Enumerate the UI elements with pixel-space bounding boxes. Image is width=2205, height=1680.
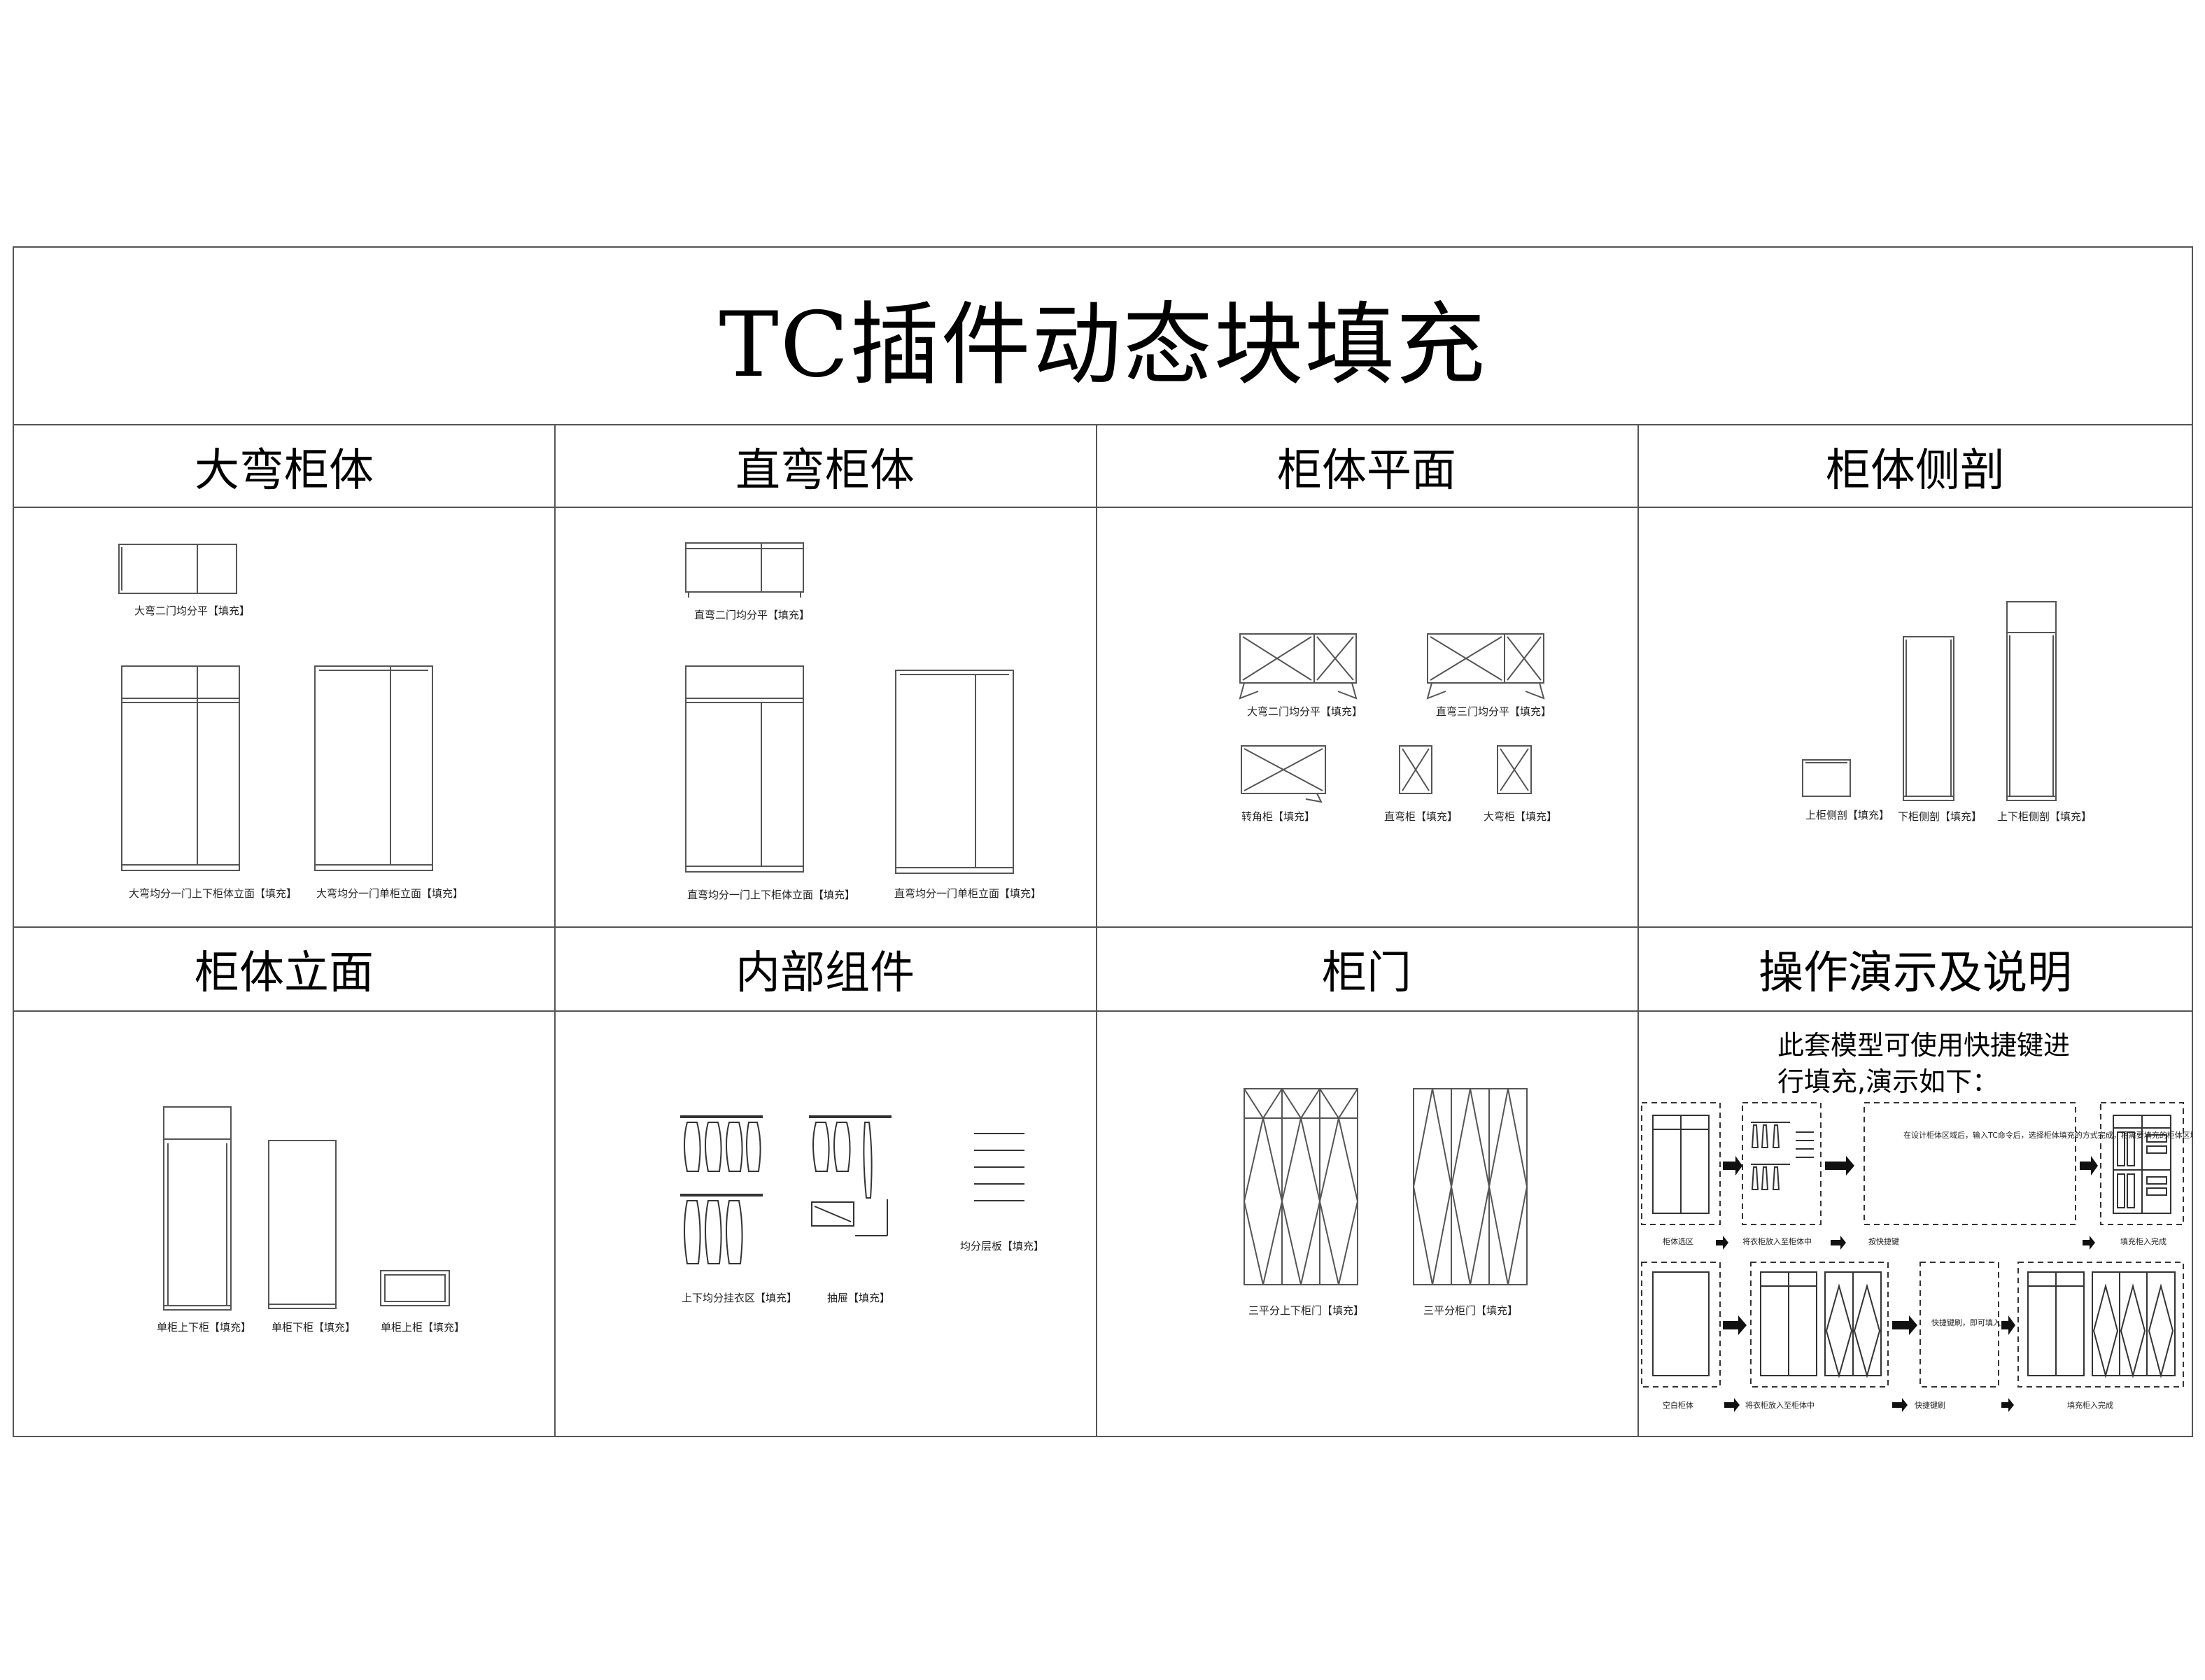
demo-info-text-2: 快捷键刷，即可填入 — [1931, 1318, 2001, 1327]
plan-three-door-block[interactable] — [1426, 633, 1545, 700]
header-cabinet-doors: 柜门 — [1322, 947, 1411, 999]
header-large-bend-cabinet: 大弯柜体 — [195, 445, 374, 497]
plan-two-door-block[interactable] — [1239, 633, 1358, 700]
plan-large-bend-block[interactable] — [1497, 745, 1532, 794]
elevation-upper-block[interactable] — [380, 1270, 450, 1306]
header-cabinet-elevation: 柜体立面 — [195, 947, 374, 999]
cell-large-bend: 大弯二门均分平【填充】 大弯均分一门上下柜体立面【填充】 大弯均分一门单柜立面【… — [14, 508, 554, 926]
intro-line-1: 此套模型可使用快捷键进 — [1777, 1030, 2071, 1061]
cell-cabinet-doors: 三平分上下柜门【填充】 三平分柜门【填充】 — [1096, 1012, 1637, 1437]
elevation-upper-lower-block[interactable] — [121, 665, 240, 871]
plan-two-door-block[interactable] — [685, 542, 804, 598]
demo-step-label: 将衣柜放入至柜体中 — [1745, 1400, 1815, 1410]
label-upper-lower: 上下柜侧剖【填充】 — [1997, 810, 2092, 823]
three-door-block[interactable] — [1412, 1088, 1528, 1285]
demo-step-6-doors — [1760, 1271, 1882, 1378]
demo-step-label: 填充柜入完成 — [2067, 1400, 2113, 1410]
demo-step-label: 将衣柜放入至柜体中 — [1742, 1236, 1812, 1246]
plan-straight-block[interactable] — [1399, 745, 1432, 794]
drawer-block[interactable] — [809, 1115, 892, 1236]
demo-step-4-filled — [2113, 1115, 2171, 1214]
cell-cabinet-elevation: 单柜上下柜【填充】 单柜下柜【填充】 单柜上柜【填充】 — [14, 1012, 554, 1437]
shelf-block[interactable] — [974, 1133, 1024, 1201]
elevation-upper-lower-block[interactable] — [163, 1106, 232, 1311]
label-single: 直弯均分一门单柜立面【填充】 — [894, 887, 1041, 900]
label-doors: 三平分柜门【填充】 — [1423, 1304, 1518, 1317]
demo-step-frames — [1641, 1102, 2184, 1388]
label-hanging: 上下均分挂衣区【填充】 — [682, 1292, 797, 1304]
label-drawer: 抽屉【填充】 — [827, 1292, 890, 1304]
demo-step-label: 快捷键刷 — [1915, 1400, 1945, 1410]
elevation-single-block[interactable] — [314, 665, 433, 871]
demo-step-2-components — [1751, 1122, 1814, 1190]
divider-title — [14, 424, 2192, 425]
header-straight-bend-cabinet: 直弯柜体 — [735, 445, 915, 497]
hanging-area-block[interactable] — [680, 1115, 763, 1264]
demo-step-5-blank — [1652, 1271, 1710, 1376]
divider-col2 — [1096, 424, 1097, 1437]
elevation-lower-block[interactable] — [268, 1140, 337, 1309]
label-plan: 直弯二门均分平【填充】 — [694, 609, 810, 621]
section-upper-lower-block[interactable] — [2006, 601, 2057, 801]
header-demo-instructions: 操作演示及说明 — [1759, 947, 2072, 999]
label-upper: 单柜上柜【填充】 — [381, 1321, 465, 1334]
elevation-single-block[interactable] — [895, 670, 1014, 874]
demo-step-label: 按快捷键 — [1868, 1236, 1899, 1246]
label-straight: 直弯柜【填充】 — [1384, 810, 1458, 823]
label-three-door: 直弯三门均分平【填充】 — [1436, 705, 1551, 718]
divider-row2 — [14, 926, 2192, 928]
cell-cabinet-plan: 大弯二门均分平【填充】 直弯三门均分平【填充】 转角柜【填充】 直弯柜【填充】 … — [1096, 508, 1637, 926]
elevation-upper-lower-block[interactable] — [685, 665, 804, 873]
three-door-upper-lower-block[interactable] — [1243, 1088, 1359, 1285]
demo-step-label: 柜体选区 — [1663, 1236, 1693, 1246]
label-upper-lower: 直弯均分一门上下柜体立面【填充】 — [687, 889, 855, 901]
drawing-sheet: TC插件动态块填充 大弯柜体 直弯柜体 柜体平面 柜体侧剖 柜体立面 内部组件 … — [13, 246, 2193, 1437]
cell-demo: 此套模型可使用快捷键进 行填充,演示如下： — [1637, 1012, 2193, 1437]
label-corner: 转角柜【填充】 — [1241, 810, 1315, 823]
label-lower: 下柜侧剖【填充】 — [1898, 810, 1982, 823]
divider-col1 — [554, 424, 556, 1437]
demo-step-label: 空白柜体 — [1663, 1400, 1693, 1410]
section-lower-block[interactable] — [1903, 636, 1954, 801]
cell-internal-components: 上下均分挂衣区【填充】 抽屉【填充】 均分层板【填充】 — [554, 1012, 1096, 1437]
sheet-title: TC插件动态块填充 — [719, 292, 1487, 397]
demo-step-label: 填充柜入完成 — [2120, 1236, 2167, 1246]
header-cabinet-section: 柜体侧剖 — [1826, 445, 2005, 497]
label-single: 大弯均分一门单柜立面【填充】 — [316, 887, 463, 900]
intro-line-2: 行填充,演示如下： — [1777, 1066, 1999, 1097]
label-upper-lower: 单柜上下柜【填充】 — [157, 1321, 251, 1334]
header-internal-components: 内部组件 — [735, 947, 915, 999]
label-upper-lower-doors: 三平分上下柜门【填充】 — [1248, 1304, 1364, 1317]
demo-info-text: 在设计柜体区域后，输入TC命令后，选择柜体填充的方式完成，将需要填充的柜体区域进… — [1903, 1130, 2193, 1140]
label-shelf: 均分层板【填充】 — [960, 1240, 1044, 1252]
label-upper: 上柜侧剖【填充】 — [1805, 809, 1889, 821]
header-cabinet-plan: 柜体平面 — [1277, 445, 1456, 497]
label-two-door: 大弯二门均分平【填充】 — [1247, 705, 1362, 718]
section-upper-block[interactable] — [1802, 759, 1851, 797]
demo-step-8-filled — [2027, 1271, 2176, 1378]
cell-straight-bend: 直弯二门均分平【填充】 直弯均分一门上下柜体立面【填充】 直弯均分一门单柜立面【… — [554, 508, 1096, 926]
label-large-bend: 大弯柜【填充】 — [1484, 810, 1557, 823]
divider-row2-header — [14, 1010, 2192, 1012]
label-upper-lower: 大弯均分一门上下柜体立面【填充】 — [129, 887, 297, 900]
label-plan: 大弯二门均分平【填充】 — [134, 605, 250, 617]
cell-cabinet-section: 上柜侧剖【填充】 下柜侧剖【填充】 上下柜侧剖【填充】 — [1637, 508, 2193, 926]
demo-arrows — [1716, 1156, 2098, 1412]
plan-two-door-block[interactable] — [118, 544, 237, 594]
plan-corner-block[interactable] — [1241, 745, 1326, 803]
divider-row1-header — [14, 507, 2192, 508]
label-lower: 单柜下柜【填充】 — [272, 1321, 355, 1334]
divider-col3 — [1637, 424, 1639, 1437]
demo-step-1-cabinet — [1652, 1115, 1710, 1214]
